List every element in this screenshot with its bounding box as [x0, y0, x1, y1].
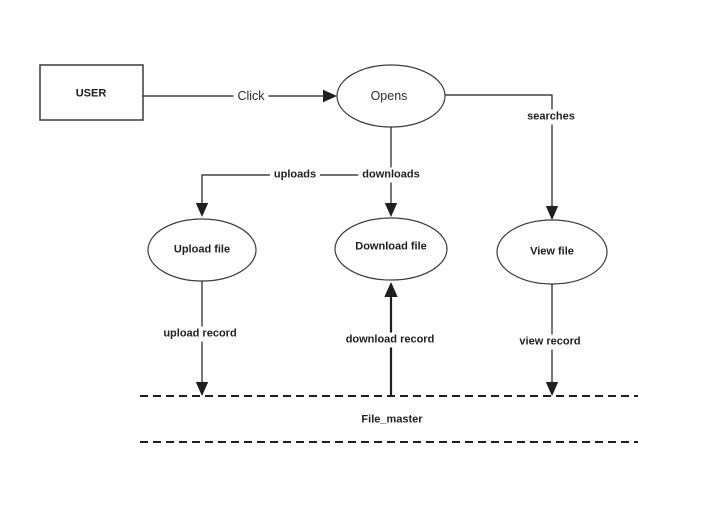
- download-file-process-label: Download file: [355, 240, 427, 253]
- click-edge-label: Click: [233, 87, 269, 105]
- searches-arrow-line: [445, 94, 553, 206]
- download-record-edge-label: download record: [341, 332, 439, 348]
- user-entity-box: [39, 64, 144, 121]
- opens-process-label: Opens: [370, 88, 408, 103]
- downloads-arrowhead: [384, 203, 398, 217]
- upload-record-arrowhead: [195, 382, 209, 396]
- uploads-edge-label: uploads: [269, 167, 321, 183]
- download-file-process-ellipse: [334, 217, 448, 281]
- searches-arrowhead: [545, 206, 559, 220]
- upload-record-edge-label: upload record: [159, 326, 241, 342]
- view-record-edge-label: view record: [515, 334, 585, 350]
- uploads-arrowhead: [195, 203, 209, 217]
- view-record-arrowhead: [545, 382, 559, 396]
- downloads-edge-label: downloads: [358, 167, 424, 183]
- uploads-arrow-line: [201, 174, 391, 204]
- upload-file-process-label: Upload file: [173, 243, 231, 256]
- datastore-label: File_master: [361, 413, 423, 426]
- download-record-arrowhead: [384, 282, 398, 297]
- searches-edge-label: searches: [523, 109, 579, 125]
- click-arrowhead: [323, 89, 337, 103]
- view-file-process-label: View file: [530, 245, 574, 258]
- user-entity-label: USER: [75, 87, 107, 100]
